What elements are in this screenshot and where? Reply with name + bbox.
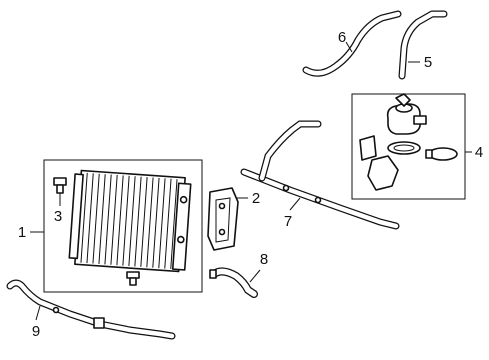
callout-7: 7 bbox=[284, 197, 301, 230]
pump-bracket-lower bbox=[367, 155, 399, 191]
callout-8: 8 bbox=[249, 251, 268, 283]
seal-ring bbox=[387, 141, 421, 155]
svg-text:6: 6 bbox=[338, 29, 346, 46]
svg-text:5: 5 bbox=[424, 54, 432, 71]
pump-bracket-left bbox=[359, 135, 377, 161]
pump-clamp bbox=[425, 147, 458, 161]
bolt-bottom bbox=[126, 271, 140, 286]
svg-text:8: 8 bbox=[260, 251, 268, 268]
callout-4: 4 bbox=[465, 144, 483, 161]
callout-2: 2 bbox=[236, 190, 260, 207]
svg-text:1: 1 bbox=[18, 224, 26, 241]
pipe-9 bbox=[6, 279, 176, 340]
svg-text:9: 9 bbox=[32, 323, 40, 340]
bracket-2 bbox=[207, 187, 239, 251]
pump-group-box bbox=[351, 93, 466, 200]
callout-3: 3 bbox=[54, 193, 62, 225]
callout-9: 9 bbox=[32, 305, 41, 340]
hose-5 bbox=[399, 11, 447, 79]
callout-1: 1 bbox=[18, 224, 44, 241]
callout-5: 5 bbox=[408, 54, 432, 71]
radiator-group-box bbox=[43, 159, 203, 293]
hose-8 bbox=[209, 267, 258, 298]
callout-6: 6 bbox=[338, 29, 353, 53]
water-pump bbox=[386, 93, 427, 135]
svg-text:3: 3 bbox=[54, 208, 62, 225]
svg-text:4: 4 bbox=[475, 144, 483, 161]
radiator bbox=[68, 169, 192, 273]
pipe-assembly-7 bbox=[240, 120, 400, 230]
hose-6 bbox=[303, 11, 401, 76]
svg-text:7: 7 bbox=[284, 213, 292, 230]
svg-text:2: 2 bbox=[252, 190, 260, 207]
bolt-3 bbox=[53, 177, 67, 194]
